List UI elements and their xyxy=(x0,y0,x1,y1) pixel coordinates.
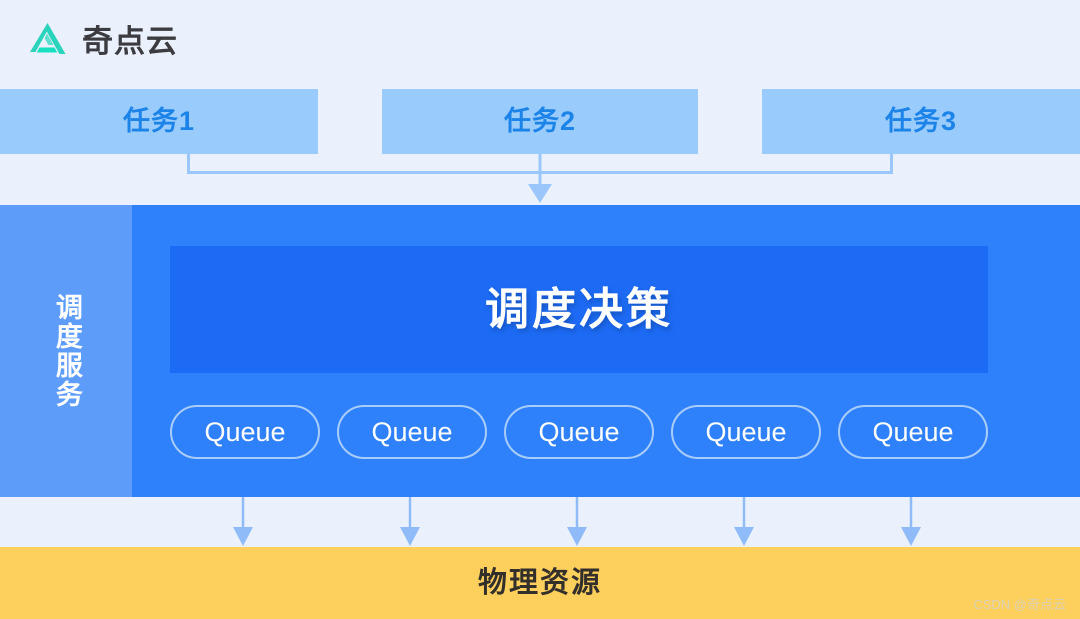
task-box-2[interactable]: 任务2 xyxy=(382,89,698,154)
downflow-arrowhead-3 xyxy=(567,527,587,546)
downflow-arrowhead-4 xyxy=(734,527,754,546)
scheduling-decision-box: 调度决策 xyxy=(170,246,988,373)
downflow-arrowhead-2 xyxy=(400,527,420,546)
downflow-arrowhead-5 xyxy=(901,527,921,546)
downflow-arrowhead-1 xyxy=(233,527,253,546)
brand-name: 奇点云 xyxy=(82,23,178,59)
queue-to-resource-arrows xyxy=(0,497,1080,547)
queue-pill-1[interactable]: Queue xyxy=(170,405,320,459)
queue-pill-2-label: Queue xyxy=(371,416,453,447)
brand-lockup: 奇点云 xyxy=(26,18,178,64)
queue-pill-5-label: Queue xyxy=(872,416,954,447)
queue-row: Queue Queue Queue Queue Queue xyxy=(170,405,988,459)
queue-pill-2[interactable]: Queue xyxy=(337,405,487,459)
queue-pill-3[interactable]: Queue xyxy=(504,405,654,459)
queue-pill-5[interactable]: Queue xyxy=(838,405,988,459)
scheduler-sidebar-label: 调度服务 xyxy=(51,293,82,409)
task-box-1[interactable]: 任务1 xyxy=(0,89,318,154)
scheduler-sidebar: 调度服务 xyxy=(0,205,132,497)
connector-arrowhead xyxy=(528,184,552,203)
task-box-3[interactable]: 任务3 xyxy=(762,89,1080,154)
queue-pill-1-label: Queue xyxy=(204,416,286,447)
queue-pill-4[interactable]: Queue xyxy=(671,405,821,459)
task-box-1-label: 任务1 xyxy=(122,106,196,136)
physical-resource-label: 物理资源 xyxy=(477,566,602,599)
scheduler-body: 调度决策 Queue Queue Queue Queue Queue xyxy=(132,205,1080,497)
physical-resource-bar: 物理资源 CSDN @奇点云 xyxy=(0,547,1080,619)
scheduling-decision-label: 调度决策 xyxy=(485,284,673,334)
queue-pill-4-label: Queue xyxy=(705,416,787,447)
task-box-3-label: 任务3 xyxy=(884,106,958,136)
singularity-triangle-logo-icon xyxy=(26,21,70,61)
task-to-scheduler-connector xyxy=(0,154,1080,205)
queue-pill-3-label: Queue xyxy=(538,416,620,447)
task-box-2-label: 任务2 xyxy=(503,106,577,136)
csdn-watermark: CSDN @奇点云 xyxy=(973,597,1066,612)
task-band: 任务1 任务2 任务3 xyxy=(0,89,1080,154)
scheduler-panel: 调度服务 调度决策 Queue Queue Queue Queue xyxy=(0,205,1080,497)
header-band: 奇点云 xyxy=(0,0,1080,89)
